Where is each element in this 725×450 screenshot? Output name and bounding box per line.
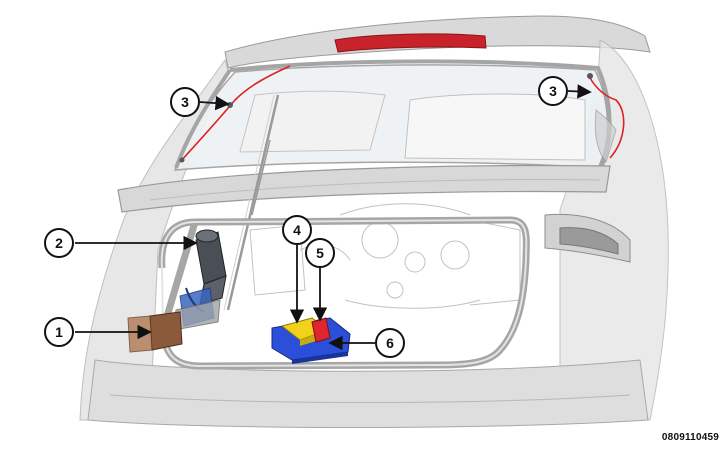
- support-strut: [226, 94, 280, 311]
- svg-text:3: 3: [181, 94, 189, 110]
- brake-light: [334, 33, 487, 53]
- liftgate-beam: [117, 164, 611, 213]
- callout-3-left: 3: [170, 87, 200, 117]
- svg-text:4: 4: [293, 222, 301, 238]
- callouts: 1 2 3 3 4 5: [44, 76, 592, 358]
- bumper: [87, 359, 649, 428]
- callout-2: 2: [44, 228, 74, 258]
- callout-1: 1: [44, 317, 74, 347]
- svg-text:6: 6: [386, 335, 394, 351]
- callout-3-right: 3: [538, 76, 568, 106]
- control-module-assembly: [271, 317, 351, 364]
- sensor-clip: [227, 102, 233, 108]
- callout-5: 5: [305, 238, 335, 268]
- callout-6: 6: [375, 328, 405, 358]
- svg-text:5: 5: [316, 245, 324, 261]
- svg-text:1: 1: [55, 324, 63, 340]
- pinch-sensor-wire-right: [589, 77, 625, 159]
- figure-id: 0809110459: [661, 432, 719, 443]
- pinch-sensor-wire-left: [179, 65, 291, 163]
- svg-text:2: 2: [55, 235, 63, 251]
- callout-4: 4: [282, 215, 312, 245]
- vehicle-body: [79, 15, 669, 428]
- svg-text:3: 3: [549, 83, 557, 99]
- actuator-motor: [173, 229, 227, 331]
